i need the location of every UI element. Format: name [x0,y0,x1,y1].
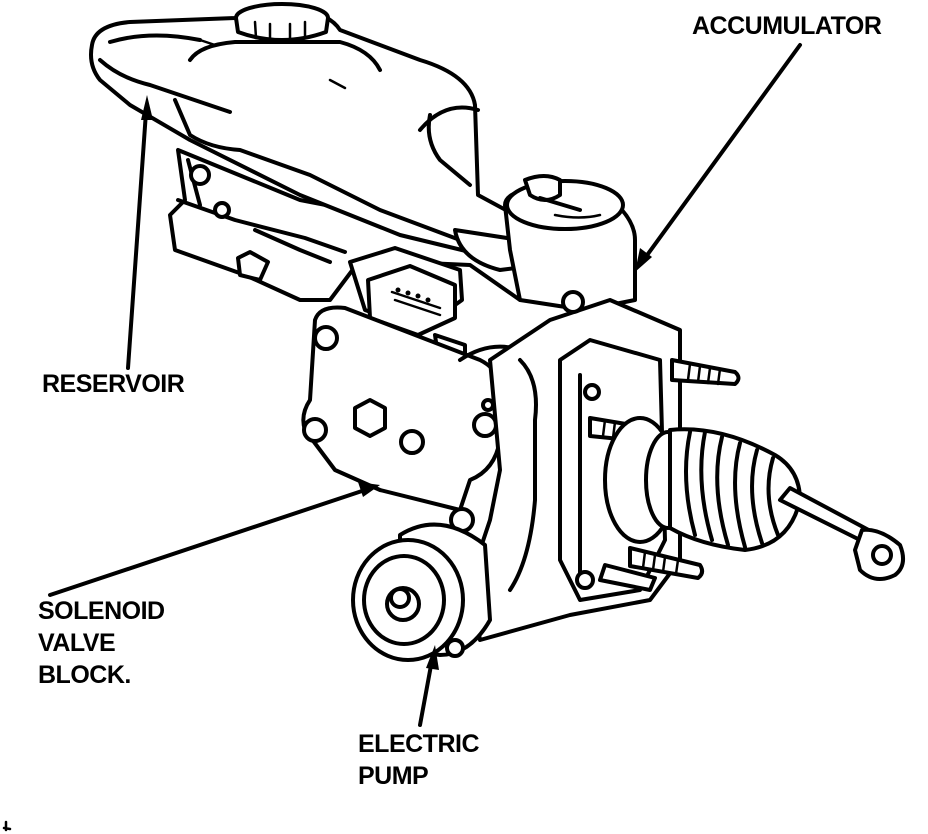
reservoir-label: RESERVOIR [42,370,185,398]
solenoid-label-line1: SOLENOID [38,597,165,625]
electric-pump-motor [351,522,492,662]
electric-pump-label-line1: ELECTRIC [358,730,480,758]
pump-housing [468,290,682,642]
solenoid-label-line3: BLOCK. [38,661,131,689]
scan-speck [2,820,12,832]
accumulator [503,174,637,312]
electrical-connector [348,246,467,377]
electric-pump-label-line2: PUMP [358,762,429,790]
boot-and-pushrod [603,416,906,581]
leader-lines [48,43,802,727]
accumulator-label: ACCUMULATOR [692,12,882,40]
solenoid-label-line2: VALVE [38,629,116,657]
